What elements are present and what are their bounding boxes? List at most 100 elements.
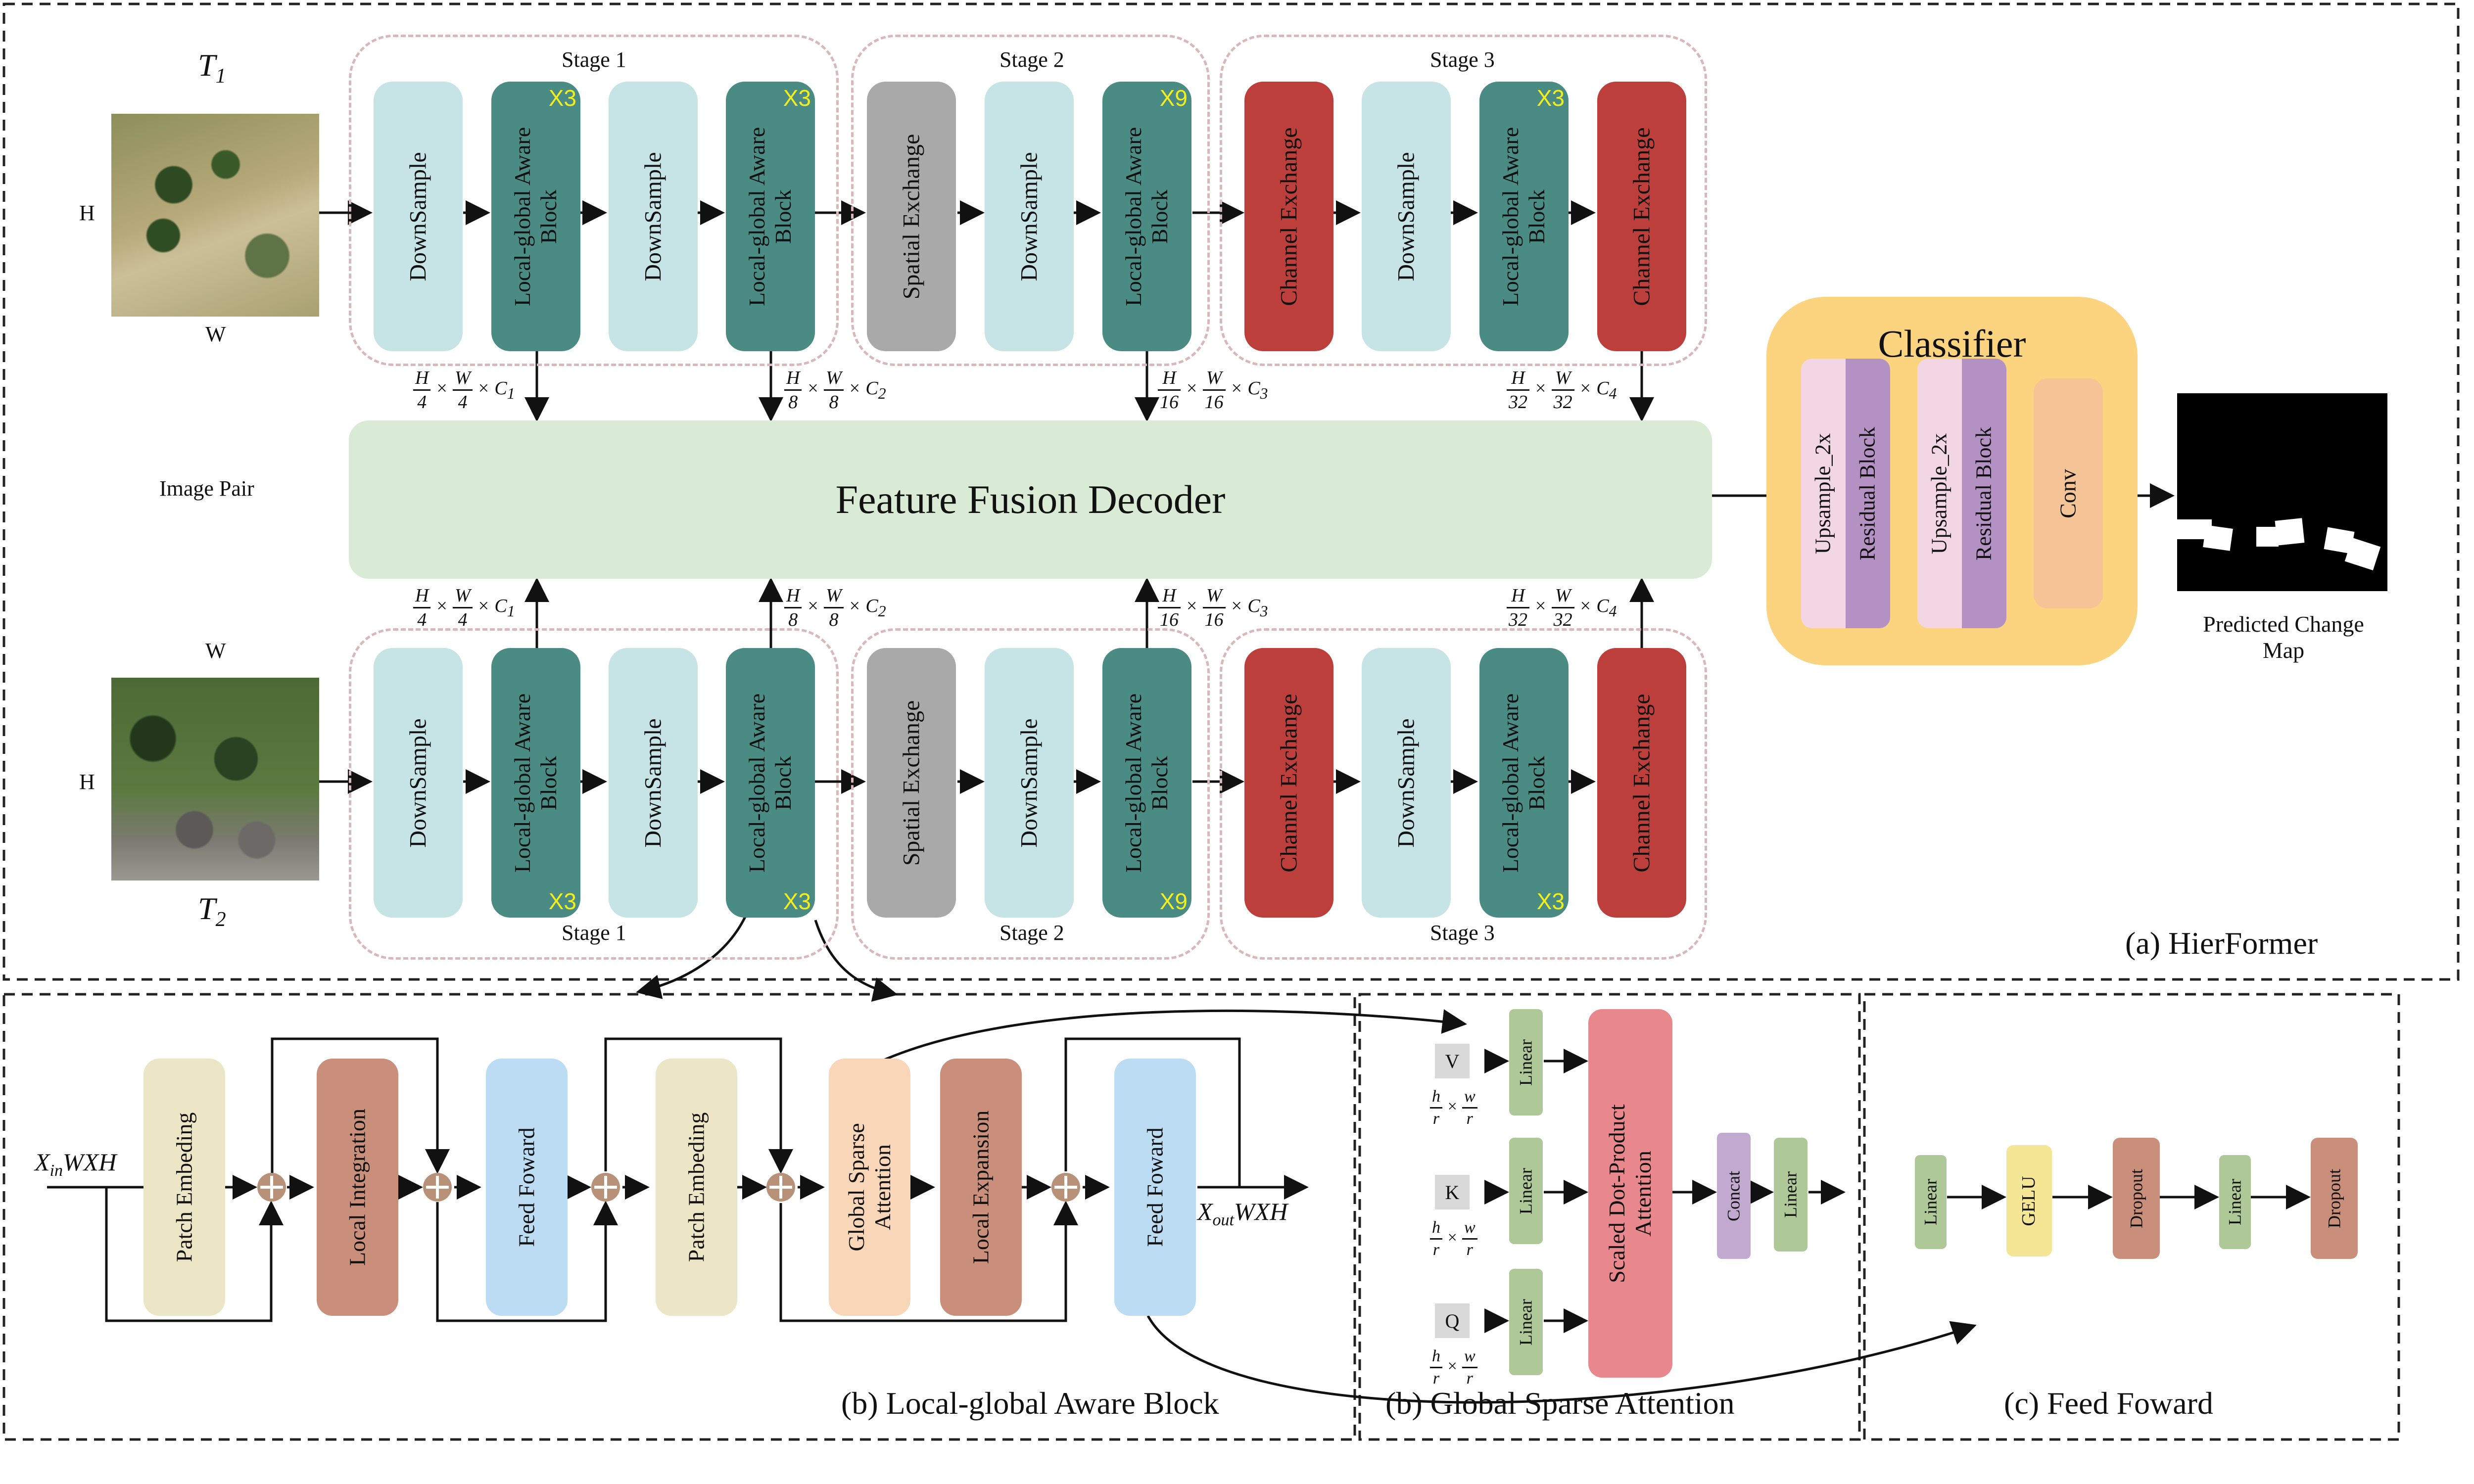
ff-gelu: GELU — [2006, 1145, 2052, 1256]
x-out-label: XoutWXH — [1197, 1198, 1288, 1229]
repeat-badge: X3 — [1536, 85, 1565, 111]
add-icon — [591, 1173, 620, 1202]
stage2-bottom-frame — [851, 628, 1210, 960]
t1-label: T1 — [198, 47, 226, 88]
t1-w-label: W — [205, 322, 226, 346]
stage2-top-frame — [851, 35, 1210, 366]
panel-a-caption: (a) HierFormer — [2125, 926, 2318, 961]
repeat-badge: X9 — [1159, 85, 1188, 111]
panel-gsa-frame — [1358, 993, 1861, 1441]
bottom-channel-exchange-2: Channel Exchange — [1597, 648, 1686, 918]
top-downsample-1: DownSample — [374, 82, 463, 351]
t2-h-label: H — [79, 770, 95, 794]
classifier-residual-2: Residual Block — [1962, 359, 2006, 628]
t1-satellite-image — [111, 114, 319, 317]
add-icon — [766, 1173, 795, 1202]
classifier-conv: Conv — [2034, 378, 2103, 608]
bottom-downsample-2: DownSample — [609, 648, 698, 918]
top-downsample-4: DownSample — [1362, 82, 1451, 351]
linear-q: Linear — [1509, 1269, 1543, 1375]
ff-linear-2: Linear — [2219, 1155, 2251, 1249]
top-spatial-exchange: Spatial Exchange — [867, 82, 956, 351]
t2-satellite-image — [111, 678, 319, 881]
image-pair-label: Image Pair — [159, 476, 254, 501]
linear-v: Linear — [1509, 1009, 1543, 1115]
stage3-top-label: Stage 3 — [1430, 47, 1495, 72]
predicted-change-map-image — [2177, 393, 2387, 591]
local-expansion: Local Expansion — [940, 1059, 1022, 1316]
repeat-badge: X3 — [548, 888, 576, 914]
repeat-badge: X3 — [783, 888, 811, 914]
local-integration: Local Integration — [317, 1059, 398, 1316]
feed-forward-2: Feed Foward — [1114, 1059, 1196, 1316]
bottom-downsample-4: DownSample — [1362, 648, 1451, 918]
repeat-badge: X3 — [1536, 888, 1565, 914]
stage1-bottom-frame — [349, 628, 839, 960]
repeat-badge: X3 — [783, 85, 811, 111]
feature-fusion-decoder: Feature Fusion Decoder — [349, 420, 1712, 579]
top-channel-exchange-1: Channel Exchange — [1244, 82, 1333, 351]
t2-label: T2 — [198, 891, 226, 931]
t2-w-label: W — [205, 639, 226, 663]
top-downsample-2: DownSample — [609, 82, 698, 351]
panel-gsa-caption: (b) Global Sparse Attention — [1385, 1386, 1735, 1421]
t1-h-label: H — [79, 201, 95, 225]
add-icon — [257, 1173, 286, 1202]
panel-b-caption: (b) Local-global Aware Block — [841, 1386, 1219, 1421]
classifier-upsample-2: Upsample_2x — [1917, 359, 1962, 628]
panel-b-frame — [2, 993, 1356, 1441]
stage3-top-frame — [1220, 35, 1707, 366]
bottom-spatial-exchange: Spatial Exchange — [867, 648, 956, 918]
repeat-badge: X9 — [1159, 888, 1188, 914]
bottom-downsample-3: DownSample — [985, 648, 1074, 918]
add-icon — [423, 1173, 452, 1202]
top-channel-exchange-2: Channel Exchange — [1597, 82, 1686, 351]
patch-embedding-2: Patch Embeding — [656, 1059, 737, 1316]
add-icon — [1051, 1173, 1080, 1202]
stage3-bottom-frame — [1220, 628, 1707, 960]
x-in-label: XinWXH — [35, 1148, 117, 1180]
k-input: K — [1435, 1175, 1470, 1209]
repeat-badge: X3 — [548, 85, 576, 111]
classifier-residual-1: Residual Block — [1846, 359, 1890, 628]
classifier-upsample-1: Upsample_2x — [1801, 359, 1846, 628]
stage1-top-frame — [349, 35, 839, 366]
linear-out: Linear — [1774, 1138, 1808, 1252]
bottom-downsample-1: DownSample — [374, 648, 463, 918]
ff-linear-1: Linear — [1915, 1155, 1947, 1249]
top-downsample-3: DownSample — [985, 82, 1074, 351]
ff-dropout-1: Dropout — [2113, 1138, 2160, 1259]
panel-c-caption: (c) Feed Foward — [2004, 1386, 2213, 1421]
feed-forward-1: Feed Foward — [486, 1059, 568, 1316]
stage2-top-label: Stage 2 — [999, 47, 1064, 72]
panel-a-frame — [2, 2, 2460, 981]
q-input: Q — [1435, 1303, 1470, 1338]
stage1-top-label: Stage 1 — [562, 47, 626, 72]
patch-embedding-1: Patch Embeding — [143, 1059, 225, 1316]
stage2-bottom-label: Stage 2 — [999, 921, 1064, 945]
stage3-bottom-label: Stage 3 — [1430, 921, 1495, 945]
linear-k: Linear — [1509, 1138, 1543, 1244]
